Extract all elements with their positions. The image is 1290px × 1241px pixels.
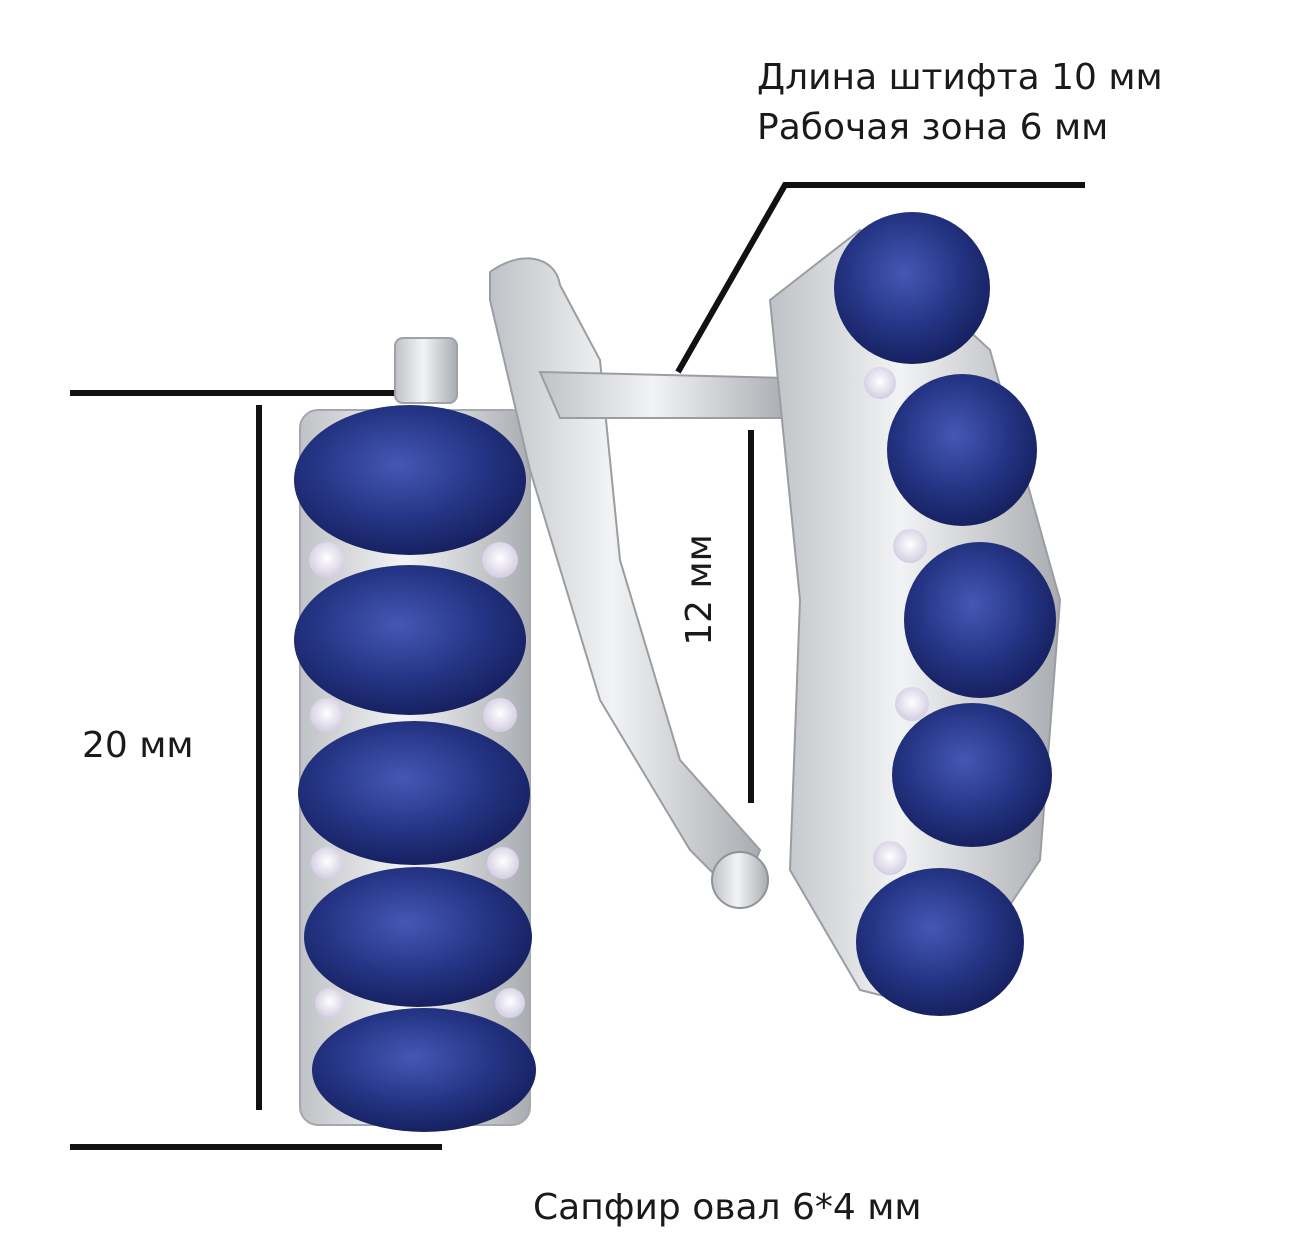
- right-earring-pin: [538, 370, 791, 419]
- diamond-stone: [487, 847, 519, 879]
- right-earring-hinge: [711, 851, 769, 909]
- right-earring-gems: [834, 212, 1056, 1016]
- dimension-lines: [70, 182, 1085, 1150]
- stone-spec-label: Сапфир овал 6*4 мм: [533, 1187, 922, 1228]
- pin-leader-line: [675, 182, 1085, 374]
- right-earring-hook: [489, 257, 762, 902]
- diamond-stone: [864, 367, 896, 399]
- left-earring-clasp: [394, 337, 458, 404]
- diamond-stone: [895, 687, 929, 721]
- right-earring-diamonds: [864, 367, 929, 875]
- work-zone-label: Рабочая зона 6 мм: [757, 107, 1109, 148]
- diamond-stone: [311, 847, 343, 879]
- right-earring: [489, 212, 1062, 1016]
- diamond-stone: [495, 988, 525, 1018]
- left-earring: [294, 337, 536, 1132]
- sapphire-gem: [904, 542, 1056, 698]
- left-earring-gems: [294, 405, 536, 1132]
- total-height-label: 20 мм: [82, 725, 194, 766]
- sapphire-gem: [294, 405, 526, 555]
- sapphire-gem: [294, 565, 526, 715]
- sapphire-gem: [856, 868, 1024, 1016]
- sapphire-gem: [298, 721, 530, 865]
- diamond-stone: [315, 988, 345, 1018]
- diamond-stone: [310, 698, 344, 732]
- pin-length-label: Длина штифта 10 мм: [757, 57, 1163, 98]
- sapphire-gem: [887, 374, 1037, 526]
- diamond-stone: [309, 542, 345, 578]
- diamond-stone: [873, 841, 907, 875]
- diamond-stone: [482, 542, 518, 578]
- sapphire-gem: [892, 703, 1052, 847]
- sapphire-gem: [834, 212, 990, 364]
- sapphire-gem: [304, 867, 532, 1007]
- sapphire-gem: [312, 1008, 536, 1132]
- diamond-stone: [483, 698, 517, 732]
- clasp-height-label: 12 мм: [679, 534, 720, 646]
- left-earring-diamonds: [309, 542, 525, 1018]
- diamond-stone: [893, 529, 927, 563]
